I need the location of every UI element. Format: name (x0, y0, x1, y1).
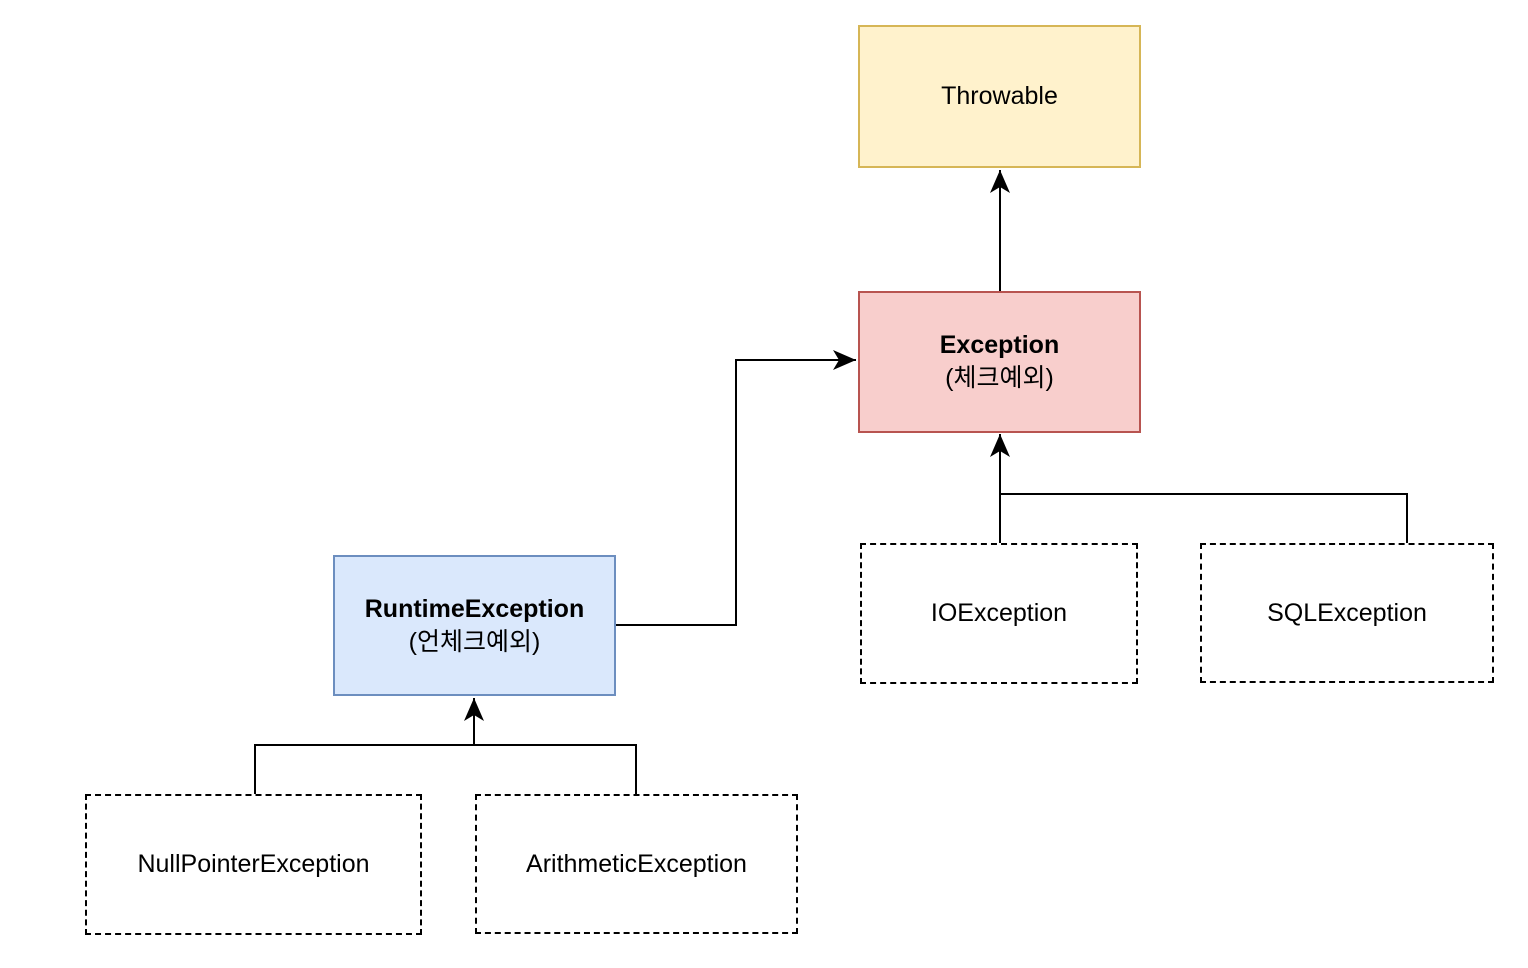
node-arithmetic-exception-label: ArithmeticException (526, 849, 747, 878)
node-runtime-exception: RuntimeException (언체크예외) (333, 555, 616, 696)
node-arithmetic-exception: ArithmeticException (475, 794, 798, 934)
node-io-exception: IOException (860, 543, 1138, 684)
node-exception-label: Exception (939, 331, 1060, 359)
edge-runtime-exception-to-exception (615, 350, 856, 626)
node-exception-sublabel: (체크예외) (945, 364, 1054, 392)
edge-children-bar-runtime-exception (254, 744, 637, 794)
node-null-pointer-exception-label: NullPointerException (137, 850, 370, 878)
node-throwable: Throwable (858, 25, 1141, 168)
node-runtime-exception-label: RuntimeException (364, 594, 585, 623)
node-throwable-label: Throwable (941, 82, 1058, 110)
node-null-pointer-exception: NullPointerException (85, 794, 422, 935)
node-io-exception-label: IOException (930, 599, 1068, 627)
node-runtime-exception-sublabel: (언체크예외) (408, 627, 541, 656)
node-sql-exception-label: SQLException (1267, 598, 1427, 627)
node-exception: Exception (체크예외) (858, 291, 1141, 433)
node-sql-exception: SQLException (1200, 543, 1494, 683)
edge-sql-exception-to-exception (1000, 493, 1408, 543)
